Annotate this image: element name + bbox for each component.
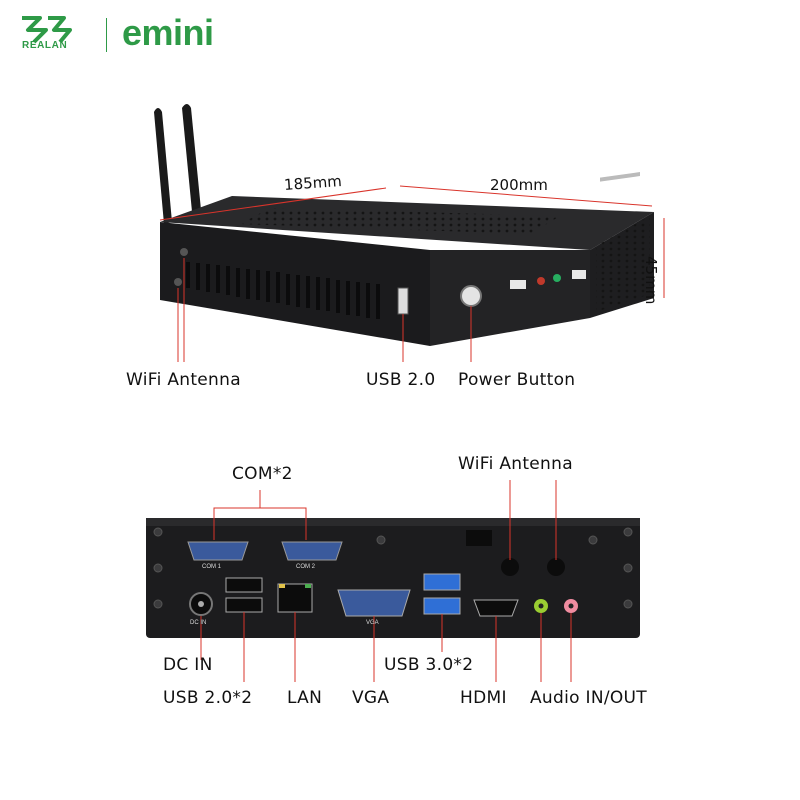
label-vga: VGA (352, 688, 390, 708)
label-usb-top: USB 2.0 (366, 370, 436, 390)
panel-mark-dcin: DC IN (190, 620, 207, 626)
panel-mark-vga: VGA (366, 620, 379, 626)
label-wifi-antenna-top: WiFi Antenna (126, 370, 241, 390)
panel-mark-com2: COM 2 (296, 564, 316, 570)
product-name: emini (122, 12, 214, 53)
label-com: COM*2 (232, 464, 293, 484)
realan-logo-icon (22, 16, 72, 44)
label-audio: Audio IN/OUT (530, 688, 647, 708)
label-usb3: USB 3.0*2 (384, 655, 474, 675)
label-dc-in: DC IN (163, 655, 213, 675)
company-name: REALAN (22, 40, 68, 51)
antenna-icon (154, 104, 202, 224)
label-usb2: USB 2.0*2 (163, 688, 253, 708)
label-hdmi: HDMI (460, 688, 507, 708)
brand-divider (106, 18, 107, 52)
label-power-button: Power Button (458, 370, 576, 390)
top-view-illustration (154, 104, 665, 362)
label-lan: LAN (287, 688, 323, 708)
panel-mark-com1: COM 1 (202, 564, 222, 570)
dimension-depth: 200mm (490, 176, 548, 194)
label-wifi-antenna-rear: WiFi Antenna (458, 454, 573, 474)
